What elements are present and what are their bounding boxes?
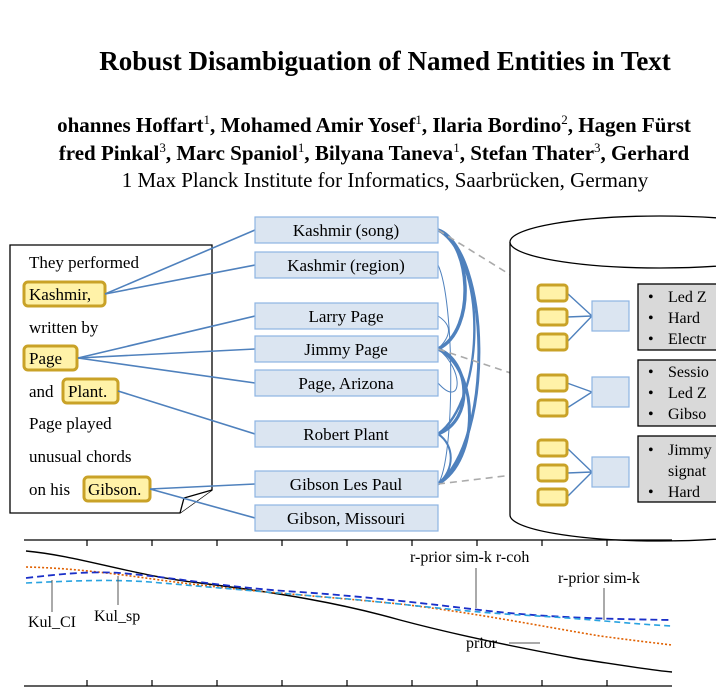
candidate-label: Gibson Les Paul	[290, 475, 403, 494]
curve-prior	[25, 550, 673, 673]
svg-text:•: •	[648, 289, 654, 306]
label-prior: prior	[466, 635, 498, 652]
author: Marc Spaniol1	[176, 140, 305, 165]
svg-text:•: •	[648, 385, 654, 402]
kb-fact: Sessio	[668, 364, 709, 381]
doc-mention-plant: Plant.	[68, 382, 107, 401]
plot-curves	[25, 550, 673, 673]
label-kul-ci: Kul_CI	[28, 614, 76, 631]
author: fred Pinkal3	[58, 140, 166, 165]
kb-fact: Led Z	[668, 289, 707, 306]
candidate-label: Robert Plant	[303, 425, 389, 444]
svg-text:•: •	[648, 310, 654, 327]
svg-text:•: •	[648, 331, 654, 348]
affiliation: 1 Max Planck Institute for Informatics, …	[121, 168, 649, 192]
candidate-label: Kashmir (region)	[287, 256, 405, 275]
doc-line: unusual chords	[29, 447, 131, 466]
plot-frame	[24, 539, 672, 687]
author: Hagen Fürst	[578, 113, 691, 137]
label-r-prior-sim-k-r-coh: r-prior sim-k r-coh	[410, 549, 529, 566]
candidate-label: Gibson, Missouri	[287, 509, 405, 528]
curve-r-prior-sim-k-r-coh	[25, 566, 673, 646]
curve-kul-sp	[25, 579, 673, 627]
doc-line: written by	[29, 318, 99, 337]
author: Mohamed Amir Yosef1	[220, 112, 422, 137]
candidate-boxes	[254, 216, 439, 532]
doc-mention-gibson: Gibson.	[88, 480, 141, 499]
candidate-label: Larry Page	[308, 307, 383, 326]
kb-fact: Gibso	[668, 406, 706, 423]
kb-fact: Led Z	[668, 385, 707, 402]
kb-fact: Hard	[668, 310, 700, 327]
coherence-edges	[437, 228, 481, 486]
kb-fact: signat	[668, 463, 707, 480]
candidate-label: Kashmir (song)	[293, 221, 399, 240]
doc-line: on his	[29, 480, 70, 499]
mention-page-box	[22, 344, 79, 372]
candidate-label: Page, Arizona	[298, 374, 394, 393]
kb-fact: Electr	[668, 331, 707, 348]
candidate-label: Jimmy Page	[304, 340, 388, 359]
svg-text:•: •	[648, 364, 654, 381]
svg-text:•: •	[648, 406, 654, 423]
author: Ilaria Bordino2	[432, 112, 568, 137]
doc-mention-page: Page	[29, 349, 62, 368]
author: Stefan Thater3	[470, 140, 601, 165]
label-kul-sp: Kul_sp	[94, 608, 140, 625]
paper-title: Robust Disambiguation of Named Entities …	[99, 46, 671, 76]
authors-line-2: fred Pinkal3, Marc Spaniol1, Bilyana Tan…	[58, 140, 690, 165]
plot-annotation-leaders	[51, 568, 605, 644]
kb-fact: Hard	[668, 484, 700, 501]
doc-line: They performed	[29, 253, 139, 272]
kb-entity-groups	[536, 283, 716, 507]
author: Bilyana Taneva1	[314, 140, 460, 165]
kb-fact: Jimmy	[668, 442, 712, 459]
doc-line: and	[29, 382, 54, 401]
author: ohannes Hoffart1	[57, 112, 211, 137]
svg-text:•: •	[648, 442, 654, 459]
svg-text:•: •	[648, 484, 654, 501]
label-r-prior-sim-k: r-prior sim-k	[558, 570, 640, 587]
mention-candidate-edges	[77, 229, 256, 519]
authors-line-1: ohannes Hoffart1, Mohamed Amir Yosef1, I…	[57, 112, 691, 137]
doc-mention-kashmir: Kashmir,	[29, 285, 91, 304]
doc-line: Page played	[29, 414, 112, 433]
author: Gerhard	[611, 141, 690, 165]
